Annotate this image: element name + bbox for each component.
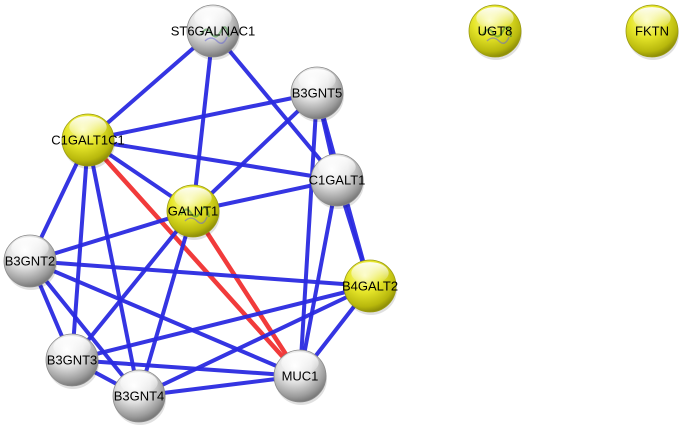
node-gloss — [298, 69, 336, 91]
node-b3gnt4[interactable]: B3GNT4 — [112, 369, 166, 425]
edge-st6galnac1-c1galt1[interactable] — [211, 29, 339, 182]
node-fktn[interactable]: FKTN — [625, 4, 679, 60]
node-label-galnt1: GALNT1 — [168, 204, 219, 219]
edge-b3gnt2-muc1[interactable] — [28, 259, 302, 378]
node-b3gnt3[interactable]: B3GNT3 — [45, 333, 99, 389]
node-label-b4galt2: B4GALT2 — [342, 279, 398, 294]
node-galnt1[interactable]: GALNT1 — [166, 184, 220, 240]
edge-b3gnt2-b4galt2[interactable] — [28, 259, 372, 288]
protein-structure-icon — [180, 206, 210, 224]
edge-c1galt1c1-c1galt1[interactable] — [86, 138, 339, 182]
nodes-layer: ST6GALNAC1 UGT8 FKTN B3GNT5C1GALT1C1C1GALT1… — [3, 4, 679, 425]
node-label-c1galt1c1: C1GALT1C1 — [51, 133, 124, 148]
protein-structure-icon — [482, 26, 512, 44]
node-st6galnac1[interactable]: ST6GALNAC1 — [171, 4, 256, 60]
node-b3gnt2[interactable]: B3GNT2 — [3, 234, 57, 290]
edge-b3gnt5-muc1[interactable] — [298, 91, 319, 378]
node-gloss — [53, 336, 91, 358]
node-c1galt1[interactable]: C1GALT1 — [309, 153, 366, 209]
edge-b3gnt2-b3gnt4[interactable] — [28, 259, 141, 398]
edge-c1galt1c1-muc1[interactable] — [85, 137, 303, 379]
node-gloss — [11, 237, 49, 259]
node-label-ugt8: UGT8 — [478, 24, 513, 39]
node-gloss — [281, 352, 319, 374]
node-gloss — [476, 7, 514, 29]
edge-galnt1-b3gnt2[interactable] — [28, 209, 195, 263]
edge-b3gnt5-galnt1[interactable] — [191, 91, 319, 213]
edge-b4galt2-b3gnt4[interactable] — [137, 284, 372, 398]
node-gloss — [120, 372, 158, 394]
node-gloss — [194, 7, 232, 29]
node-label-c1galt1: C1GALT1 — [309, 173, 366, 188]
node-gloss — [69, 116, 107, 138]
node-label-b3gnt2: B3GNT2 — [5, 254, 56, 269]
node-label-b3gnt5: B3GNT5 — [292, 86, 343, 101]
protein-structure-icon — [200, 26, 230, 44]
edge-st6galnac1-c1galt1c1[interactable] — [86, 29, 215, 142]
edge-b3gnt5-c1galt1c1[interactable] — [86, 91, 319, 142]
node-c1galt1c1[interactable]: C1GALT1C1 — [51, 113, 125, 169]
node-gloss — [351, 262, 389, 284]
node-gloss — [633, 7, 671, 29]
node-gloss — [174, 187, 212, 209]
edge-b4galt2-b3gnt3[interactable] — [70, 284, 372, 362]
node-gloss — [318, 156, 356, 178]
edge-c1galt1c1-b3gnt3[interactable] — [70, 138, 90, 362]
node-b3gnt5[interactable]: B3GNT5 — [290, 66, 344, 122]
edge-b3gnt4-muc1[interactable] — [137, 374, 302, 398]
node-ugt8[interactable]: UGT8 — [468, 4, 522, 60]
node-label-b3gnt4: B3GNT4 — [114, 389, 165, 404]
edge-galnt1-muc1[interactable] — [190, 208, 303, 379]
node-label-b3gnt3: B3GNT3 — [47, 353, 98, 368]
edge-st6galnac1-galnt1[interactable] — [191, 29, 215, 213]
node-b4galt2[interactable]: B4GALT2 — [342, 259, 398, 315]
edge-b3gnt3-muc1[interactable] — [70, 358, 302, 378]
node-label-muc1: MUC1 — [282, 369, 319, 384]
node-label-fktn: FKTN — [635, 24, 669, 39]
edge-c1galt1-muc1[interactable] — [298, 178, 339, 378]
node-label-st6galnac1: ST6GALNAC1 — [171, 24, 256, 39]
node-muc1[interactable]: MUC1 — [273, 349, 327, 405]
